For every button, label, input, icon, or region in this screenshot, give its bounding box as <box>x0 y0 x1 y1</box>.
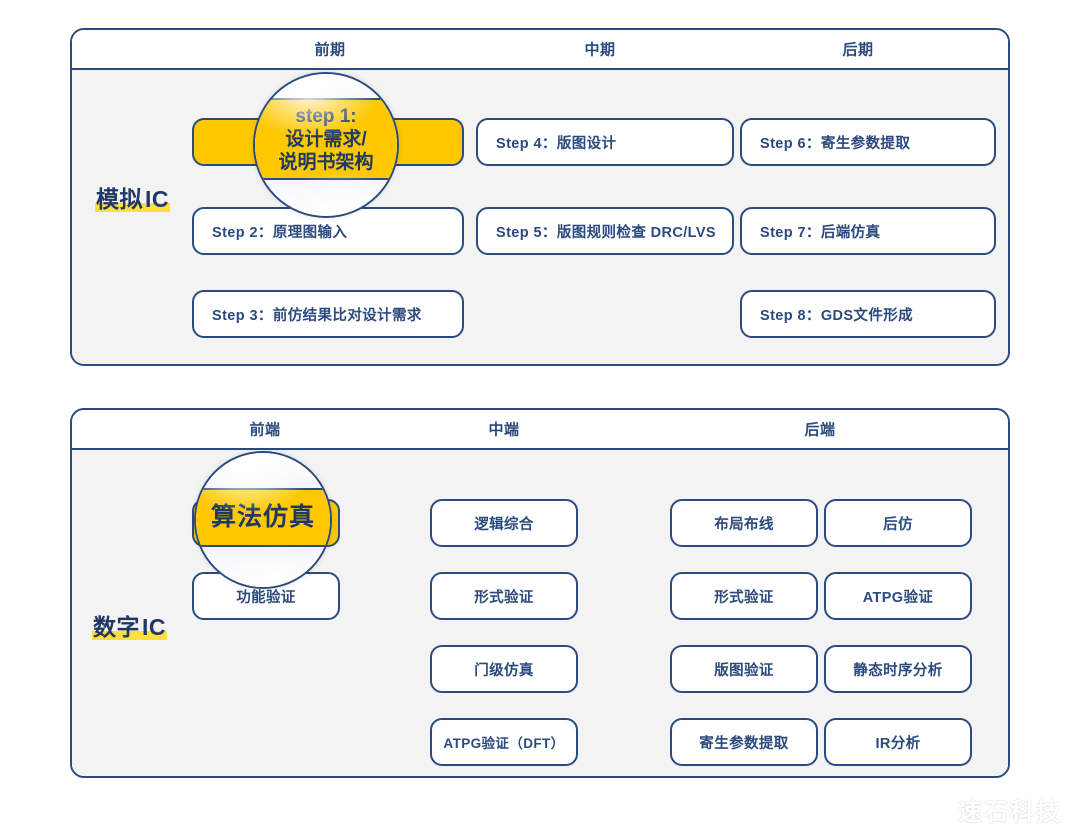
digital-box-place-and-route[interactable]: 布局布线 <box>670 499 818 547</box>
analog-step-4-box[interactable]: Step 4：版图设计 <box>476 118 734 166</box>
analog-step-4-label: Step 4：版图设计 <box>496 135 617 152</box>
analog-step-3-box[interactable]: Step 3：前仿结果比对设计需求 <box>192 290 464 338</box>
watermark: 速石科技 <box>920 792 1062 827</box>
digital-box-gate-level-simulation[interactable]: 门级仿真 <box>430 645 578 693</box>
analog-step-7-box[interactable]: Step 7：后端仿真 <box>740 207 996 255</box>
analog-ic-section-label-text-1: 模拟 <box>95 186 144 212</box>
digital-box-label: 形式验证 <box>474 589 534 606</box>
digital-box-label: IR分析 <box>875 735 921 752</box>
digital-box-label: 后仿 <box>883 516 913 533</box>
analog-ic-column-header-row: 前期 中期 后期 <box>72 30 1008 70</box>
analog-step-7-label: Step 7：后端仿真 <box>760 224 881 241</box>
digital-ic-column-header-row: 前端 中端 后端 <box>72 410 1008 450</box>
digital-ic-section-label-text-2: IC <box>141 614 167 640</box>
analog-column-header-late: 后期 <box>842 41 874 59</box>
digital-box-label: ATPG验证（DFT） <box>443 736 565 751</box>
digital-column-header-midend: 中端 <box>488 421 520 439</box>
digital-box-atpg-verification[interactable]: ATPG验证 <box>824 572 972 620</box>
lens-line-2: 设计需求/ <box>285 128 367 150</box>
analog-ic-card: 前期 中期 后期 Step 2：原理图输入 Step 3：前仿结果比对设计需求 … <box>70 28 1010 366</box>
lens-line-3: 说明书架构 <box>278 151 374 173</box>
digital-box-label: 门级仿真 <box>474 662 534 679</box>
digital-box-ir-analysis[interactable]: IR分析 <box>824 718 972 766</box>
analog-step-8-label: Step 8：GDS文件形成 <box>760 307 914 324</box>
digital-box-label: ATPG验证 <box>862 589 934 606</box>
digital-box-post-simulation[interactable]: 后仿 <box>824 499 972 547</box>
analog-step-8-box[interactable]: Step 8：GDS文件形成 <box>740 290 996 338</box>
analog-step-6-box[interactable]: Step 6：寄生参数提取 <box>740 118 996 166</box>
digital-column-header-frontend: 前端 <box>249 421 281 439</box>
digital-box-logic-synthesis[interactable]: 逻辑综合 <box>430 499 578 547</box>
digital-ic-section-label: 数字IC <box>92 608 167 642</box>
magnifier-lens-analog[interactable]: step 1: 设计需求/ 说明书架构 <box>253 72 399 218</box>
digital-box-label: 寄生参数提取 <box>699 735 789 752</box>
digital-box-static-timing-analysis[interactable]: 静态时序分析 <box>824 645 972 693</box>
digital-box-atpg-dft[interactable]: ATPG验证（DFT） <box>430 718 578 766</box>
lens-magnified-content: step 1: 设计需求/ 说明书架构 <box>255 98 397 181</box>
digital-box-label: 版图验证 <box>714 662 774 679</box>
analog-column-header-mid: 中期 <box>584 41 616 59</box>
analog-step-6-label: Step 6：寄生参数提取 <box>760 135 911 152</box>
digital-box-formal-verification-back[interactable]: 形式验证 <box>670 572 818 620</box>
digital-column-header-backend: 后端 <box>804 421 836 439</box>
lens-magnified-content: 算法仿真 <box>196 487 330 547</box>
logo-icon <box>920 792 950 827</box>
analog-ic-section-label: 模拟IC <box>95 180 170 214</box>
analog-ic-section-label-text-2: IC <box>144 186 170 212</box>
digital-box-label: 形式验证 <box>714 589 774 606</box>
analog-ic-body: Step 2：原理图输入 Step 3：前仿结果比对设计需求 Step 4：版图… <box>72 70 1008 364</box>
digital-box-label: 静态时序分析 <box>853 662 943 679</box>
lens-line-1: 算法仿真 <box>211 503 316 532</box>
digital-box-label: 功能验证 <box>236 589 296 606</box>
digital-box-layout-verification[interactable]: 版图验证 <box>670 645 818 693</box>
watermark-text: 速石科技 <box>958 799 1062 826</box>
digital-box-parasitic-extraction[interactable]: 寄生参数提取 <box>670 718 818 766</box>
analog-step-5-label: Step 5：版图规则检查 DRC/LVS <box>496 224 717 241</box>
analog-step-5-box[interactable]: Step 5：版图规则检查 DRC/LVS <box>476 207 734 255</box>
lens-line-1: step 1: <box>295 105 357 127</box>
digital-ic-body: 功能验证 逻辑综合 形式验证 门级仿真 ATPG验证（DFT） 布局布线 形式验… <box>72 450 1008 776</box>
digital-box-formal-verification-mid[interactable]: 形式验证 <box>430 572 578 620</box>
analog-step-2-label: Step 2：原理图输入 <box>212 224 348 241</box>
magnifier-lens-digital[interactable]: 算法仿真 <box>194 451 332 589</box>
analog-column-header-early: 前期 <box>314 41 346 59</box>
digital-ic-section-label-text-1: 数字 <box>92 614 141 640</box>
digital-box-label: 逻辑综合 <box>474 516 534 533</box>
analog-step-3-label: Step 3：前仿结果比对设计需求 <box>212 307 422 324</box>
digital-box-label: 布局布线 <box>714 516 774 533</box>
